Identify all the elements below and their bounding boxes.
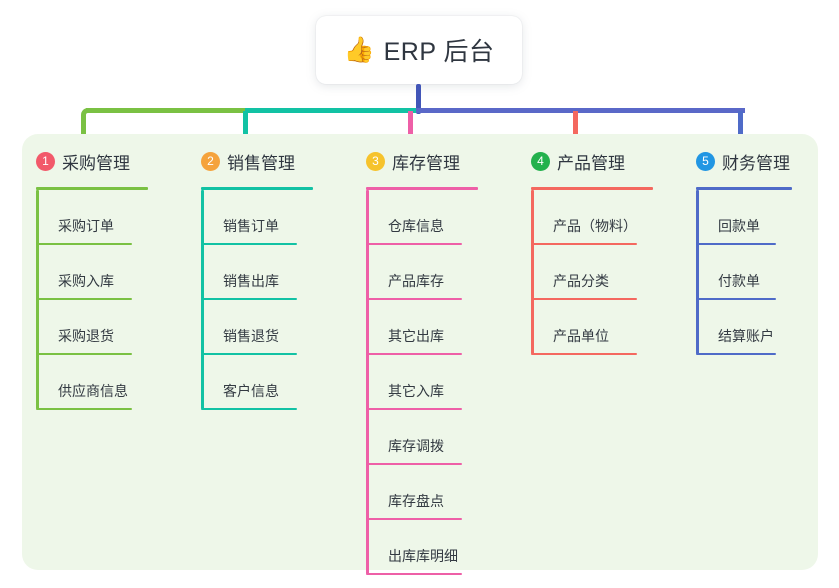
leaf-rule	[696, 243, 776, 245]
column-header-3[interactable]: 3 库存管理	[366, 148, 460, 174]
column-rule-2	[201, 187, 313, 190]
leaf-label: 销售出库	[223, 273, 279, 289]
leaf-rule	[36, 243, 132, 245]
column-spine-3	[366, 190, 369, 574]
column-header-1[interactable]: 1 采购管理	[36, 148, 130, 174]
leaf-rule	[531, 353, 637, 355]
leaf-rule	[201, 408, 297, 410]
leaf-rule	[201, 353, 297, 355]
column-badge-3: 3	[366, 151, 385, 171]
leaf-label: 产品（物料）	[553, 218, 637, 234]
thumbs-up-icon: 👍	[343, 35, 375, 64]
column-title-5: 财务管理	[722, 153, 790, 173]
leaf-rule	[366, 518, 462, 520]
branches-panel	[22, 134, 818, 570]
leaf-label: 其它入库	[388, 383, 444, 399]
leaf-rule	[531, 298, 637, 300]
column-spine-5	[696, 190, 699, 354]
column-badge-2: 2	[201, 151, 220, 171]
column-header-2[interactable]: 2 销售管理	[201, 148, 295, 174]
bus-segment-1	[86, 108, 245, 113]
leaf-label: 销售订单	[223, 218, 279, 234]
branch-column-5: 5 财务管理回款单付款单结算账户	[696, 148, 792, 355]
leaf-rule	[366, 243, 462, 245]
leaf-label: 产品分类	[553, 273, 609, 289]
root-title: ERP 后台	[383, 38, 495, 66]
column-title-2: 销售管理	[227, 153, 295, 173]
leaf-label: 采购退货	[58, 328, 114, 344]
leaf-rule	[696, 353, 776, 355]
column-stem-5	[738, 111, 743, 140]
column-title-1: 采购管理	[62, 153, 130, 173]
column-stem-2	[243, 111, 248, 140]
column-rule-4	[531, 187, 653, 190]
column-rule-5	[696, 187, 792, 190]
leaf-rule	[366, 298, 462, 300]
leaf-rule	[366, 408, 462, 410]
branch-column-1: 1 采购管理采购订单采购入库采购退货供应商信息	[36, 148, 148, 410]
leaf-label: 结算账户	[718, 328, 774, 344]
column-header-4[interactable]: 4 产品管理	[531, 148, 625, 174]
leaf-label: 产品库存	[388, 273, 444, 289]
branch-column-4: 4 产品管理产品（物料） 产品分类产品单位	[531, 148, 653, 355]
leaf-label: 供应商信息	[58, 383, 128, 399]
leaf-rule	[366, 573, 462, 575]
root-stem	[416, 84, 421, 114]
leaf-label: 产品单位	[553, 328, 609, 344]
column-badge-4: 4	[531, 151, 550, 171]
leaf-label: 仓库信息	[388, 218, 444, 234]
leaf-rule	[531, 243, 637, 245]
leaf-rule	[366, 463, 462, 465]
leaf-label: 回款单	[718, 218, 760, 234]
leaf-label: 销售退货	[223, 328, 279, 344]
bus-segment-2	[245, 108, 416, 113]
column-spine-4	[531, 190, 534, 354]
leaf-label: 其它出库	[388, 328, 444, 344]
leaf-rule	[201, 243, 297, 245]
leaf-label: 付款单	[718, 273, 760, 289]
leaf-label: 出库库明细	[388, 548, 458, 564]
leaf-rule	[36, 298, 132, 300]
leaf-label: 库存调拨	[388, 438, 444, 454]
column-stem-3	[408, 111, 413, 140]
column-stem-4	[573, 111, 578, 140]
root-node[interactable]: 👍 ERP 后台	[316, 16, 522, 84]
column-rule-1	[36, 187, 148, 190]
leaf-rule	[36, 408, 132, 410]
column-header-5[interactable]: 5 财务管理	[696, 148, 790, 174]
leaf-label: 库存盘点	[388, 493, 444, 509]
leaf-rule	[366, 353, 462, 355]
branch-column-3: 3 库存管理仓库信息产品库存其它出库其它入库库存调拨库存盘点出库库明细	[366, 148, 478, 575]
column-badge-1: 1	[36, 151, 55, 171]
column-title-4: 产品管理	[557, 153, 625, 173]
leaf-label: 采购订单	[58, 218, 114, 234]
leaf-rule	[201, 298, 297, 300]
leaf-rule	[36, 353, 132, 355]
column-rule-3	[366, 187, 478, 190]
leaf-label: 采购入库	[58, 273, 114, 289]
branch-column-2: 2 销售管理销售订单销售出库销售退货客户信息	[201, 148, 313, 410]
column-badge-5: 5	[696, 151, 715, 171]
leaf-label: 客户信息	[223, 383, 279, 399]
column-title-3: 库存管理	[392, 153, 460, 173]
leaf-rule	[696, 298, 776, 300]
bus-segment-3	[416, 108, 745, 113]
